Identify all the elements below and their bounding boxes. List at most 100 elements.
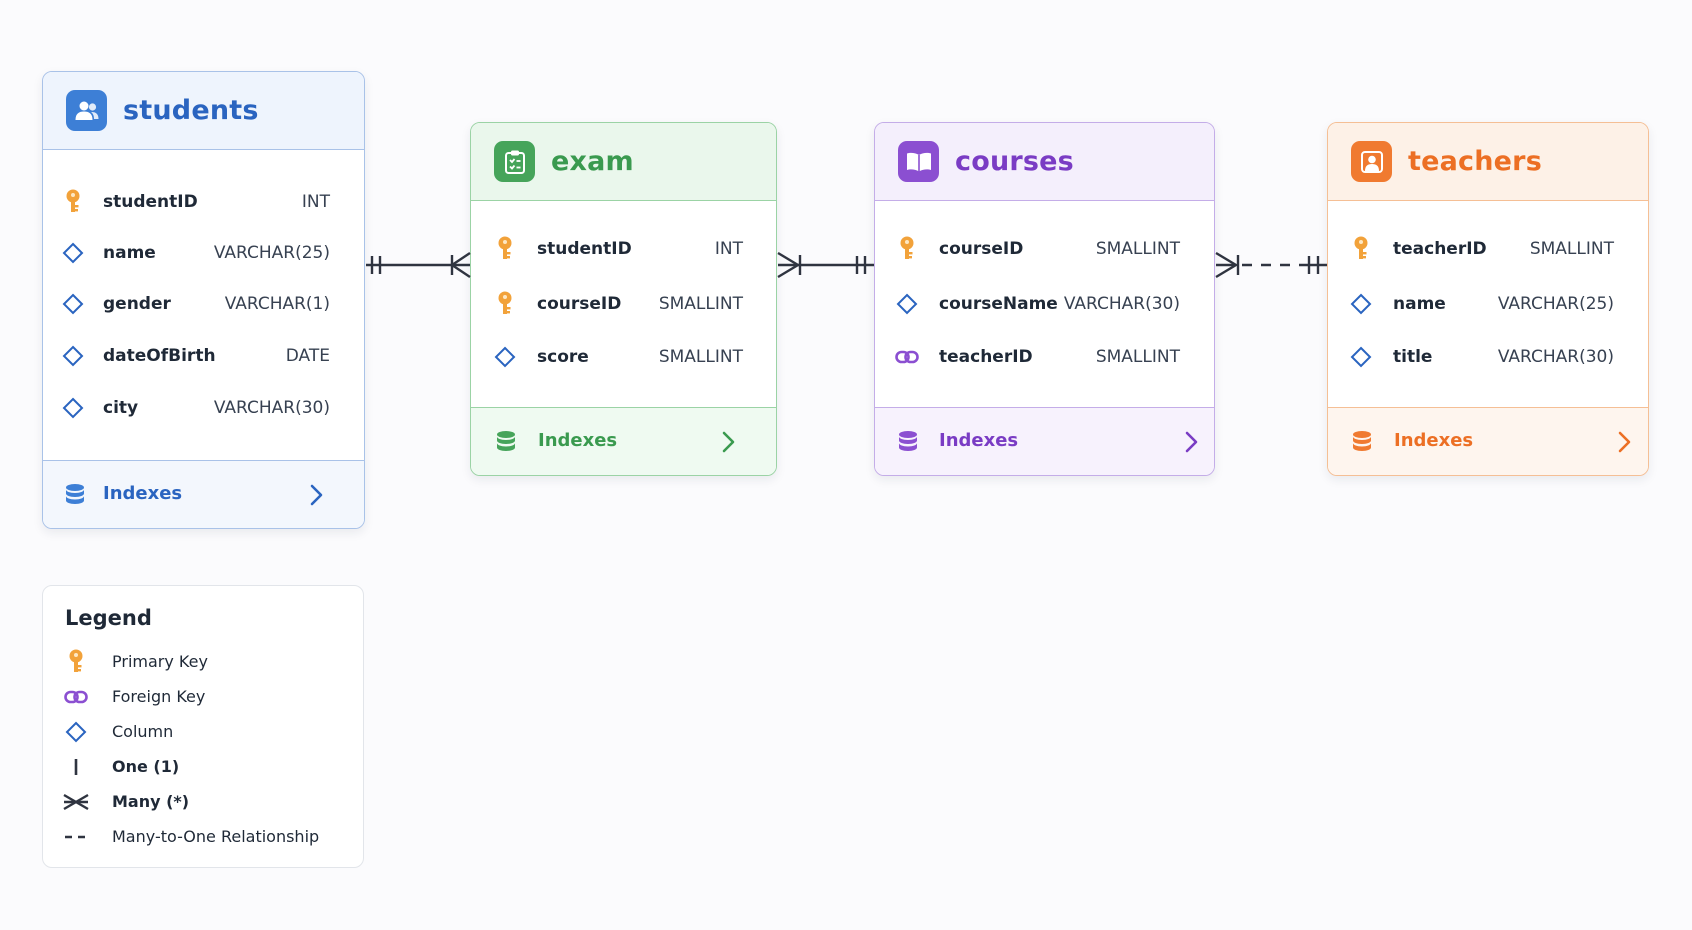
one-bar-icon: [63, 755, 89, 779]
table-teachers[interactable]: teachers teacherID SMALLINT name VARCHAR(25…: [1327, 122, 1649, 476]
column-row[interactable]: studentID INT: [471, 229, 776, 269]
database-icon: [896, 430, 920, 454]
relationship-exam-courses: [777, 251, 874, 279]
column-name: title: [1393, 347, 1433, 367]
column-type: VARCHAR(25): [1497, 294, 1614, 314]
indexes-footer[interactable]: Indexes: [875, 407, 1214, 475]
column-type: SMALLINT: [1095, 347, 1180, 367]
key-icon: [61, 189, 85, 214]
database-icon: [494, 430, 518, 454]
legend-item-many-to-one: Many-to-One Relationship: [63, 823, 353, 851]
column-type: SMALLINT: [1529, 239, 1614, 259]
diamond-icon: [61, 396, 85, 420]
column-name: gender: [103, 294, 171, 314]
legend-label: Many (*): [112, 792, 190, 811]
column-name: score: [537, 347, 589, 367]
column-row[interactable]: gender VARCHAR(1): [43, 284, 364, 324]
column-row[interactable]: name VARCHAR(25): [1328, 284, 1648, 324]
legend-label: Column: [112, 722, 174, 741]
column-name: studentID: [103, 192, 198, 212]
chevron-right-icon[interactable]: [1182, 430, 1200, 454]
legend: Legend Primary Key Foreign Key Column On…: [42, 585, 364, 868]
key-icon: [1349, 236, 1373, 261]
column-name: dateOfBirth: [103, 346, 216, 366]
column-name: courseName: [939, 294, 1058, 314]
diamond-icon: [895, 292, 919, 316]
chevron-right-icon[interactable]: [719, 430, 737, 454]
column-type: SMALLINT: [658, 294, 743, 314]
column-type: INT: [301, 192, 330, 212]
column-name: teacherID: [939, 347, 1033, 367]
chevron-right-icon[interactable]: [1615, 430, 1633, 454]
legend-label: One (1): [112, 757, 180, 776]
table-title: students: [123, 95, 259, 126]
column-name: name: [1393, 294, 1446, 314]
link-icon: [895, 345, 919, 369]
diamond-icon: [493, 345, 517, 369]
crowfoot-mark: [449, 252, 471, 278]
legend-item-column: Column: [63, 718, 353, 746]
column-type: VARCHAR(30): [213, 398, 330, 418]
legend-label: Primary Key: [112, 652, 208, 671]
legend-item-primary-key: Primary Key: [63, 648, 353, 676]
crowfoot-mark: [1215, 251, 1239, 279]
indexes-footer[interactable]: Indexes: [43, 460, 364, 528]
link-icon: [63, 685, 89, 709]
legend-label: Foreign Key: [112, 687, 206, 706]
indexes-label: Indexes: [1394, 430, 1474, 451]
column-name: courseID: [537, 294, 622, 314]
diamond-icon: [1349, 292, 1373, 316]
chevron-right-icon[interactable]: [307, 483, 325, 507]
clipboard-icon: [494, 141, 535, 182]
column-row[interactable]: courseID SMALLINT: [471, 284, 776, 324]
relationship-students-exam: [366, 252, 471, 278]
diamond-icon: [61, 344, 85, 368]
crowfoot-mark: [777, 251, 801, 279]
column-row[interactable]: studentID INT: [43, 182, 364, 222]
indexes-footer[interactable]: Indexes: [1328, 407, 1648, 475]
column-type: VARCHAR(1): [224, 294, 330, 314]
column-name: name: [103, 243, 156, 263]
key-icon: [493, 236, 517, 261]
column-type: SMALLINT: [658, 347, 743, 367]
key-icon: [63, 649, 89, 674]
indexes-footer[interactable]: Indexes: [471, 407, 776, 475]
column-row[interactable]: teacherID SMALLINT: [1328, 229, 1648, 269]
database-icon: [63, 483, 87, 507]
diamond-icon: [63, 720, 89, 744]
table-header: teachers: [1328, 123, 1648, 201]
column-row[interactable]: score SMALLINT: [471, 337, 776, 377]
crowfoot-icon: [63, 790, 89, 814]
diamond-icon: [1349, 345, 1373, 369]
legend-item-foreign-key: Foreign Key: [63, 683, 353, 711]
legend-item-one: One (1): [63, 753, 353, 781]
diamond-icon: [61, 292, 85, 316]
column-type: INT: [714, 239, 743, 259]
table-header: students: [43, 72, 364, 150]
table-title: teachers: [1408, 146, 1542, 177]
legend-item-many: Many (*): [63, 788, 353, 816]
legend-label: Many-to-One Relationship: [112, 827, 320, 846]
indexes-label: Indexes: [939, 430, 1019, 451]
column-name: studentID: [537, 239, 632, 259]
table-header: courses: [875, 123, 1214, 201]
key-icon: [493, 291, 517, 316]
column-name: teacherID: [1393, 239, 1487, 259]
relationship-courses-teachers: [1215, 251, 1327, 279]
key-icon: [895, 236, 919, 261]
indexes-label: Indexes: [103, 483, 183, 504]
column-type: VARCHAR(30): [1063, 294, 1180, 314]
indexes-label: Indexes: [538, 430, 618, 451]
column-name: courseID: [939, 239, 1024, 259]
column-row[interactable]: teacherID SMALLINT: [875, 337, 1214, 377]
dashed-line-icon: [63, 825, 89, 849]
